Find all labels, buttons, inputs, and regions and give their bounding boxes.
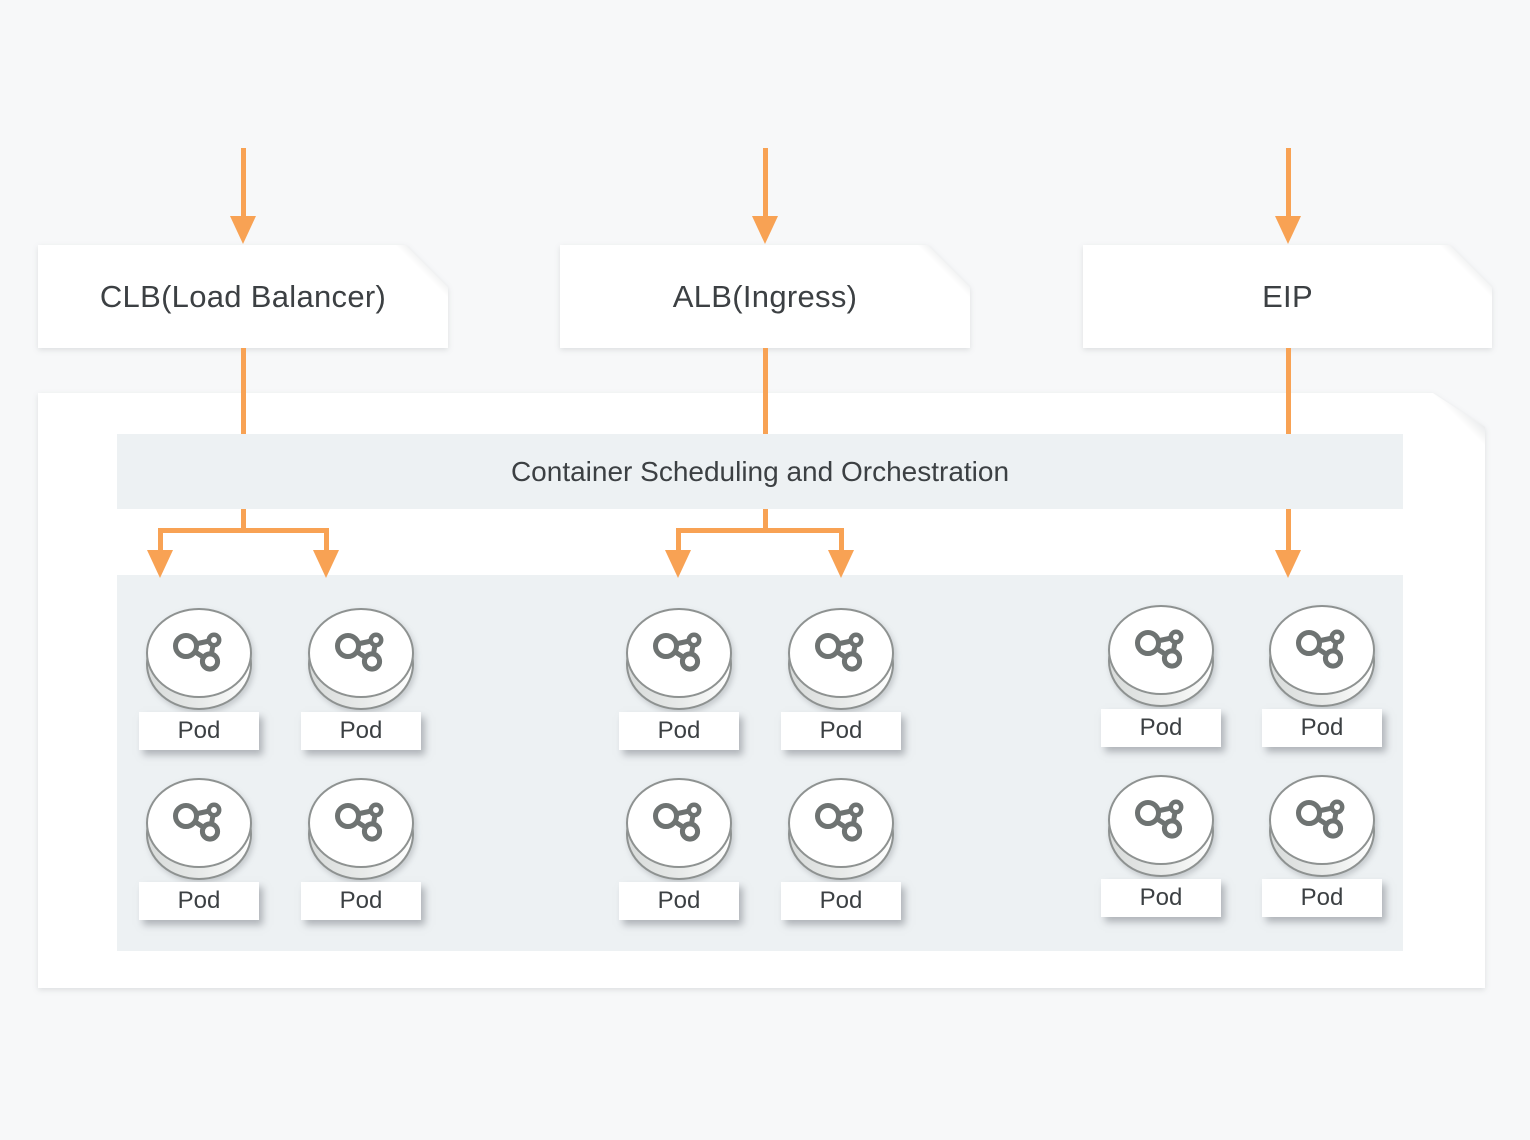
clb-node-box: CLB(Load Balancer) (38, 245, 448, 348)
connector-line (838, 528, 844, 551)
pod: Pod (619, 607, 739, 754)
pod: Pod (781, 607, 901, 754)
connector-line (762, 348, 768, 434)
pod-label: Pod (301, 712, 421, 750)
pod: Pod (301, 777, 421, 924)
pod-label: Pod (301, 882, 421, 920)
down-arrow-icon (752, 216, 778, 244)
pod-cylinder-molecule-icon (308, 608, 414, 710)
pod-cylinder-molecule-icon (1108, 605, 1214, 707)
pod-cylinder-molecule-icon (1269, 605, 1375, 707)
clb-node-label: CLB(Load Balancer) (99, 278, 387, 314)
down-arrow-icon (762, 148, 768, 216)
eip-node-label: EIP (1262, 278, 1313, 314)
orchestration-banner: Container Scheduling and Orchestration (117, 434, 1403, 509)
pod: Pod (781, 777, 901, 924)
connector-line (675, 528, 681, 551)
pod-cylinder-molecule-icon (626, 608, 732, 710)
down-arrow-icon (1275, 550, 1301, 578)
pod-cylinder-molecule-icon (626, 778, 732, 880)
folded-corner (1434, 245, 1492, 303)
pod-cylinder-molecule-icon (788, 608, 894, 710)
down-arrow-icon (147, 550, 173, 578)
folded-corner (390, 245, 448, 303)
pod-cylinder-molecule-icon (788, 778, 894, 880)
connector-line (323, 528, 329, 551)
pod-label: Pod (1262, 879, 1382, 917)
pod-label: Pod (1101, 709, 1221, 747)
pod: Pod (1262, 774, 1382, 921)
down-arrow-icon (1285, 148, 1291, 216)
pod-cylinder-molecule-icon (1108, 775, 1214, 877)
pod-label: Pod (619, 882, 739, 920)
folded-corner (912, 245, 970, 303)
orchestration-banner-label: Container Scheduling and Orchestration (510, 455, 1010, 487)
pod: Pod (139, 607, 259, 754)
pod-cylinder-molecule-icon (308, 778, 414, 880)
down-arrow-icon (230, 216, 256, 244)
pod-label: Pod (1101, 879, 1221, 917)
pod: Pod (1101, 774, 1221, 921)
connector-line (762, 509, 768, 530)
down-arrow-icon (665, 550, 691, 578)
pod-cylinder-molecule-icon (146, 778, 252, 880)
pod: Pod (619, 777, 739, 924)
pod-cylinder-molecule-icon (146, 608, 252, 710)
pod-cylinder-molecule-icon (1269, 775, 1375, 877)
alb-node-box: ALB(Ingress) (560, 245, 970, 348)
down-arrow-icon (313, 550, 339, 578)
pod: Pod (301, 607, 421, 754)
connector-line (1285, 509, 1291, 552)
pod-label: Pod (139, 712, 259, 750)
pod-label: Pod (781, 882, 901, 920)
connector-line (1285, 348, 1291, 434)
pod-label: Pod (139, 882, 259, 920)
pod: Pod (1101, 604, 1221, 751)
down-arrow-icon (1275, 216, 1301, 244)
pod-label: Pod (1262, 709, 1382, 747)
alb-node-label: ALB(Ingress) (672, 278, 858, 314)
connector-line (675, 528, 844, 533)
down-arrow-icon (828, 550, 854, 578)
connector-line (240, 509, 246, 530)
pod-label: Pod (781, 712, 901, 750)
pod-label: Pod (619, 712, 739, 750)
down-arrow-icon (240, 148, 246, 216)
connector-line (157, 528, 329, 533)
connector-line (157, 528, 163, 551)
pod: Pod (1262, 604, 1382, 751)
pod: Pod (139, 777, 259, 924)
folded-corner (1427, 393, 1485, 451)
eip-node-box: EIP (1083, 245, 1492, 348)
connector-line (240, 348, 246, 434)
